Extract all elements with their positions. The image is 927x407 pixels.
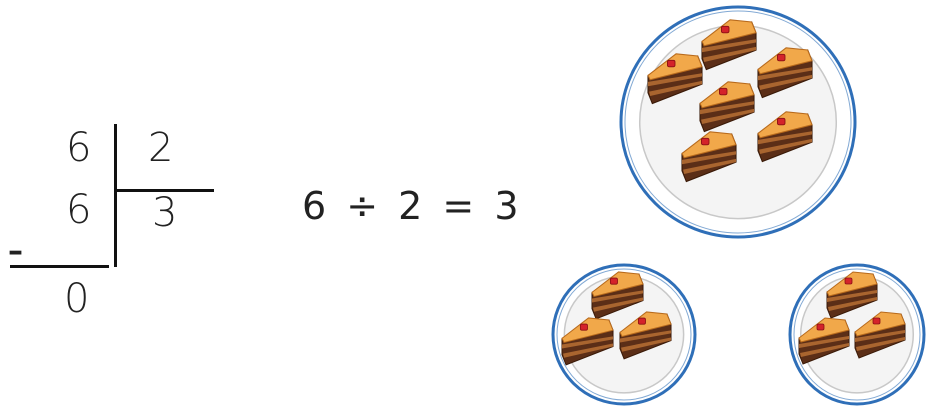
division-horizontal-bar [116,189,214,192]
product: 6 [66,190,91,230]
minus-sign: – [8,232,23,272]
remainder: 0 [64,279,89,319]
equation-text: 6 ÷ 2 = 3 [302,186,519,226]
division-vertical-bar [114,124,117,267]
subtraction-line [10,265,109,268]
divisor: 2 [148,128,173,168]
quotient: 3 [152,193,177,233]
big-plate [618,4,858,240]
small-plate-left [550,262,698,407]
small-plate-right [787,262,927,407]
dividend: 6 [66,128,91,168]
